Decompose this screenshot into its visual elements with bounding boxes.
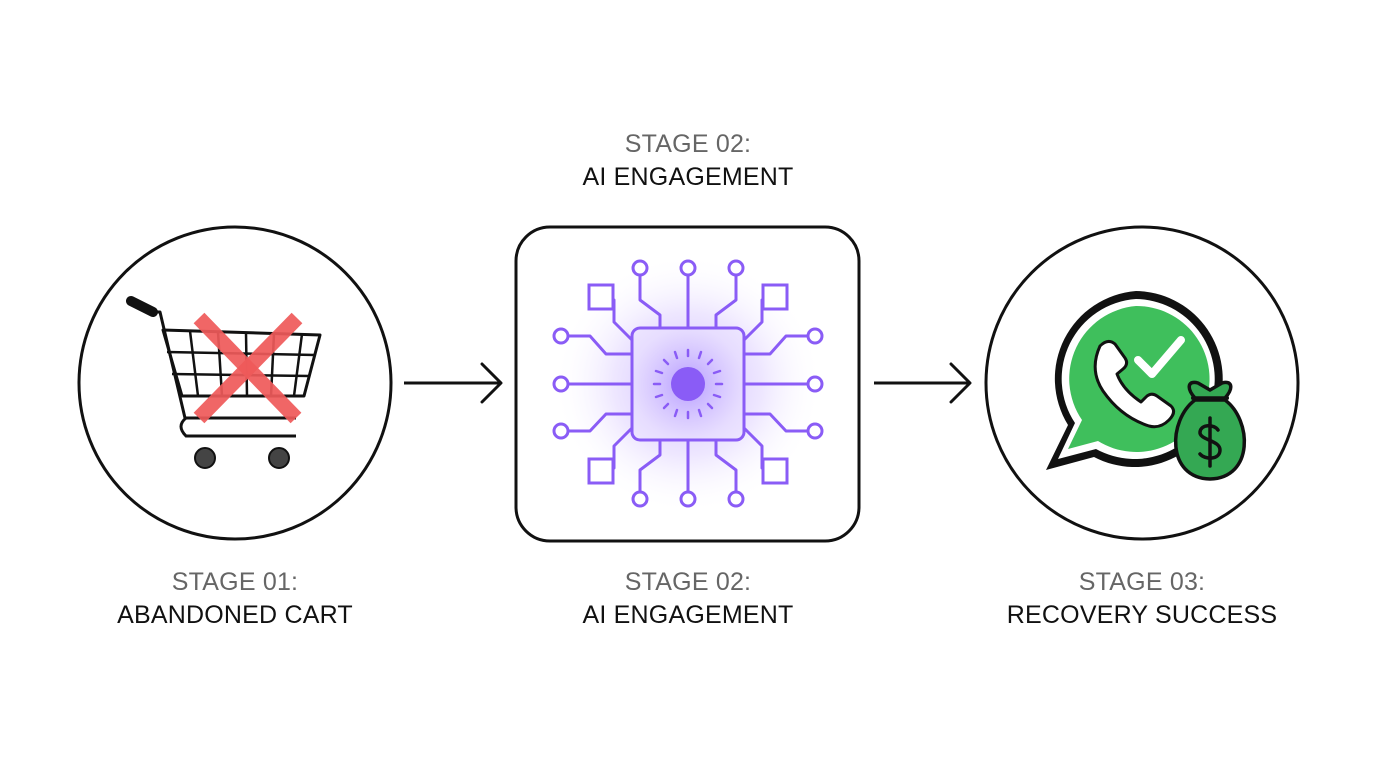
- stage-02-title: AI ENGAGEMENT: [582, 601, 794, 629]
- money-bag-icon: [1174, 380, 1246, 481]
- top-stage-label: STAGE 02:: [624, 130, 752, 158]
- ai-chip-icon: [552, 254, 824, 514]
- stage-01-label: STAGE 01:: [171, 568, 299, 596]
- arrow-2: [874, 362, 972, 404]
- stage-01-title: ABANDONED CART: [117, 601, 353, 629]
- top-stage-title: AI ENGAGEMENT: [582, 163, 794, 191]
- stage-02-label: STAGE 02:: [624, 568, 752, 596]
- whatsapp-icon: [1046, 291, 1223, 470]
- stage-03-label: STAGE 03:: [1078, 568, 1206, 596]
- arrow-1: [404, 362, 503, 404]
- stage-03-title: RECOVERY SUCCESS: [1006, 601, 1278, 629]
- red-cross-icon: [193, 312, 303, 424]
